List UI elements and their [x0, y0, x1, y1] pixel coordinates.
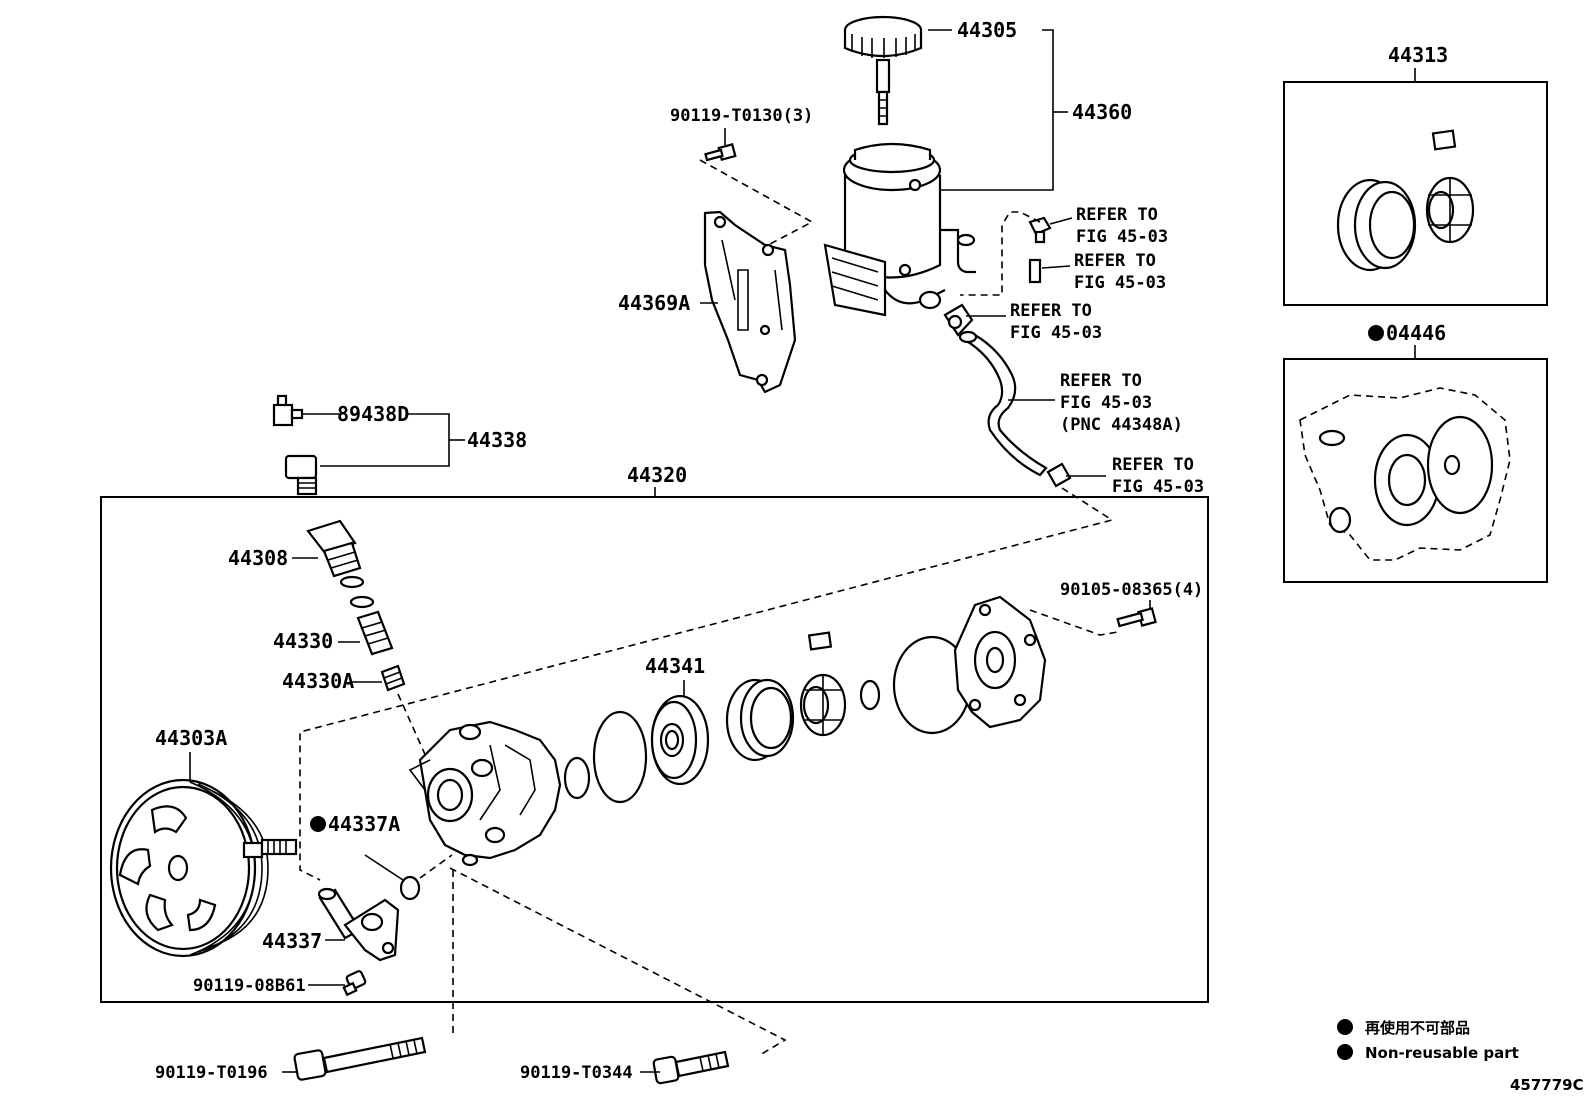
- refer-4-line2: FIG 45-03: [1060, 393, 1152, 413]
- label-44308: 44308: [228, 546, 288, 570]
- pressure-sensor: [272, 394, 304, 427]
- clamp-refer-3: [943, 303, 974, 337]
- label-44320: 44320: [627, 463, 687, 487]
- pump-housing: [408, 720, 562, 867]
- refer-5-line2: FIG 45-03: [1112, 477, 1204, 497]
- label-90119-08B61: 90119-08B61: [193, 976, 306, 996]
- refer-3-line2: FIG 45-03: [1010, 323, 1102, 343]
- label-04446: 04446: [1386, 321, 1446, 345]
- label-90119-T0130: 90119-T0130(3): [670, 106, 813, 126]
- side-plate-44341: [650, 694, 710, 786]
- bolt-90119-T0130: [704, 143, 737, 162]
- spring-44330A: [380, 664, 406, 692]
- cam-ring: [725, 678, 795, 762]
- clamp-refer-5: [1046, 462, 1072, 488]
- union-fitting: [284, 454, 318, 496]
- label-44369A: 44369A: [618, 291, 690, 315]
- label-44341: 44341: [645, 654, 705, 678]
- legend-jp: 再使用不可部品: [1365, 1019, 1470, 1037]
- rear-housing: [953, 595, 1047, 729]
- label-44338: 44338: [467, 428, 527, 452]
- refer-2-line1: REFER TO: [1074, 251, 1156, 271]
- reservoir-bracket: [703, 210, 797, 394]
- legend-en: Non-reusable part: [1365, 1044, 1519, 1062]
- figure-id: 457779C: [1510, 1076, 1584, 1094]
- refer-2-line2: FIG 45-03: [1074, 273, 1166, 293]
- reservoir-tank: [823, 142, 976, 317]
- snap-ring: [859, 679, 881, 711]
- label-90119-T0344: 90119-T0344: [520, 1063, 633, 1083]
- o-ring-44337A: [399, 875, 421, 901]
- kit-04446-parts: [1299, 387, 1511, 561]
- reservoir-cap: [843, 15, 923, 126]
- refer-1-line1: REFER TO: [1076, 205, 1158, 225]
- union-44308: [306, 519, 375, 609]
- suction-port-44337: [317, 887, 400, 962]
- non-reusable-marker-04446: [1368, 325, 1384, 341]
- refer-1-line2: FIG 45-03: [1076, 227, 1168, 247]
- label-44313: 44313: [1388, 43, 1448, 67]
- label-44305: 44305: [957, 18, 1017, 42]
- label-44303A: 44303A: [155, 726, 227, 750]
- label-44360: 44360: [1072, 100, 1132, 124]
- bolt-90105-08365: [1116, 607, 1157, 628]
- label-44330: 44330: [273, 629, 333, 653]
- label-44330A: 44330A: [282, 669, 354, 693]
- legend-bullet-en: [1337, 1044, 1353, 1060]
- o-ring-large: [592, 710, 648, 804]
- pulley-44303A: [109, 778, 298, 958]
- bolt-90119-T0344: [652, 1050, 730, 1085]
- valve-44330: [356, 610, 394, 656]
- refer-5-line1: REFER TO: [1112, 455, 1194, 475]
- label-90119-T0196: 90119-T0196: [155, 1063, 268, 1083]
- refer-4-line3: (PNC 44348A): [1060, 415, 1183, 435]
- bolt-90119-T0196: [293, 1036, 427, 1081]
- o-ring-small: [563, 756, 591, 800]
- clip-refer-1: [1028, 216, 1052, 244]
- kit-44313-parts: [1336, 129, 1475, 272]
- non-reusable-marker-44337A: [310, 816, 326, 832]
- vane: [807, 631, 833, 651]
- legend-bullet-jp: [1337, 1019, 1353, 1035]
- label-44337A: 44337A: [328, 812, 400, 836]
- bolt-90119-08B61: [342, 970, 367, 997]
- refer-4-line1: REFER TO: [1060, 371, 1142, 391]
- label-90105-08365: 90105-08365(4): [1060, 580, 1203, 600]
- kit-box-44313: [1283, 81, 1548, 306]
- label-89438D: 89438D: [337, 402, 409, 426]
- rotor: [799, 673, 847, 737]
- hose-refer-4: [958, 330, 1048, 477]
- hose-refer-2: [1028, 258, 1042, 284]
- label-44337: 44337: [262, 929, 322, 953]
- refer-3-line1: REFER TO: [1010, 301, 1092, 321]
